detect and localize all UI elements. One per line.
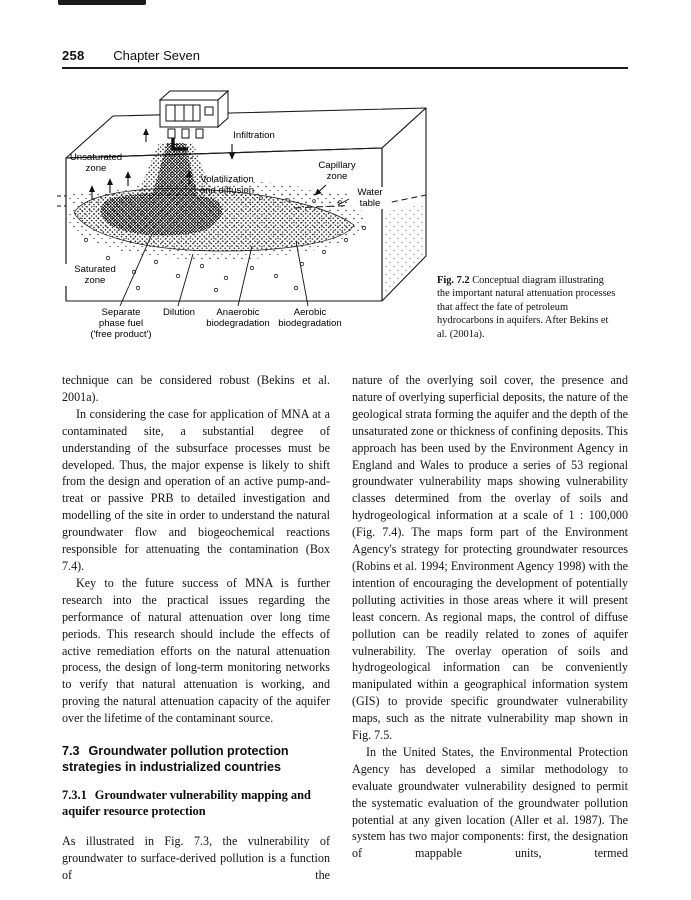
right-column: nature of the overlying soil cover, the … (352, 372, 628, 862)
paragraph: As illustrated in Fig. 7.3, the vulnerab… (62, 834, 330, 882)
label-infiltration: Infiltration (233, 130, 275, 141)
water-table-leader (337, 198, 350, 206)
unit-side (217, 89, 229, 129)
unit-roof (158, 90, 230, 101)
figure-7-2: Infiltration Unsaturated zone Volatiliza… (56, 88, 436, 350)
label-unsaturated-zone: Unsaturated zone (69, 152, 123, 174)
page-number: 258 (62, 48, 85, 63)
label-saturated-zone: Saturated zone (61, 264, 129, 286)
aerobic-leader (295, 240, 309, 307)
chapter-title: Chapter Seven (113, 48, 200, 63)
subsection-title: Groundwater vulnerability mapping and aq… (62, 788, 311, 818)
label-leader-lines (119, 233, 309, 307)
figure-caption-label: Fig. 7.2 (437, 275, 470, 286)
paragraph: In the United States, the Environmental … (352, 744, 628, 861)
figure-7-2-diagram (57, 89, 427, 307)
water-table-right-face (381, 194, 427, 205)
label-capillary-zone: Capillary zone (318, 160, 356, 182)
anaerobic-leader (237, 245, 253, 307)
capillary-zone-arrow (314, 184, 327, 196)
paragraph: technique can be considered robust (Beki… (62, 373, 330, 404)
figure-caption-text: Conceptual diagram illustrating the impo… (437, 275, 616, 340)
label-aerobic-biodegradation: Aerobic biodegradation (278, 307, 342, 329)
right-face-stipple (382, 202, 426, 301)
pipe-1 (167, 128, 176, 139)
leaking-pipe (171, 138, 188, 151)
leak-drip (188, 152, 192, 156)
subsurface-detail (66, 180, 382, 293)
left-column: technique can be considered robust (Beki… (62, 372, 330, 884)
unit-window (204, 106, 214, 116)
section-title: Groundwater pollution protection strateg… (62, 744, 289, 774)
pipe-2 (181, 128, 190, 139)
header-rule (62, 67, 628, 69)
section-number: 7.3 (62, 744, 80, 759)
saturated-zone-bubbles (83, 196, 367, 293)
label-separate-phase-fuel: Separate phase fuel ('free product') (90, 307, 152, 340)
process-arrows (88, 128, 327, 200)
label-water-table: Water table (349, 187, 391, 209)
unit-panel (165, 104, 201, 122)
paragraph: nature of the overlying soil cover, the … (352, 373, 628, 743)
scan-edge-artifact (58, 0, 146, 5)
pipe-3 (195, 128, 204, 139)
free-product-core (100, 193, 223, 236)
running-head: 258 Chapter Seven (62, 48, 200, 63)
label-anaerobic-biodegradation: Anaerobic biodegradation (206, 307, 270, 329)
paragraph: In considering the case for application … (62, 406, 330, 573)
label-dilution: Dilution (163, 307, 195, 318)
fuel-source-structure (158, 89, 230, 139)
descending-plume-column (136, 143, 214, 198)
paragraph: Key to the future success of MNA is furt… (62, 575, 330, 726)
dilution-leader (177, 253, 194, 307)
figure-caption: Fig. 7.2 Conceptual diagram illustrating… (437, 274, 618, 341)
label-volatilization: Volatilization and diffusion (199, 174, 255, 196)
water-table-dashed-line (293, 203, 382, 209)
leak-drip (191, 157, 193, 159)
separate-phase-leader (119, 233, 153, 307)
subsection-number: 7.3.1 (62, 788, 87, 803)
